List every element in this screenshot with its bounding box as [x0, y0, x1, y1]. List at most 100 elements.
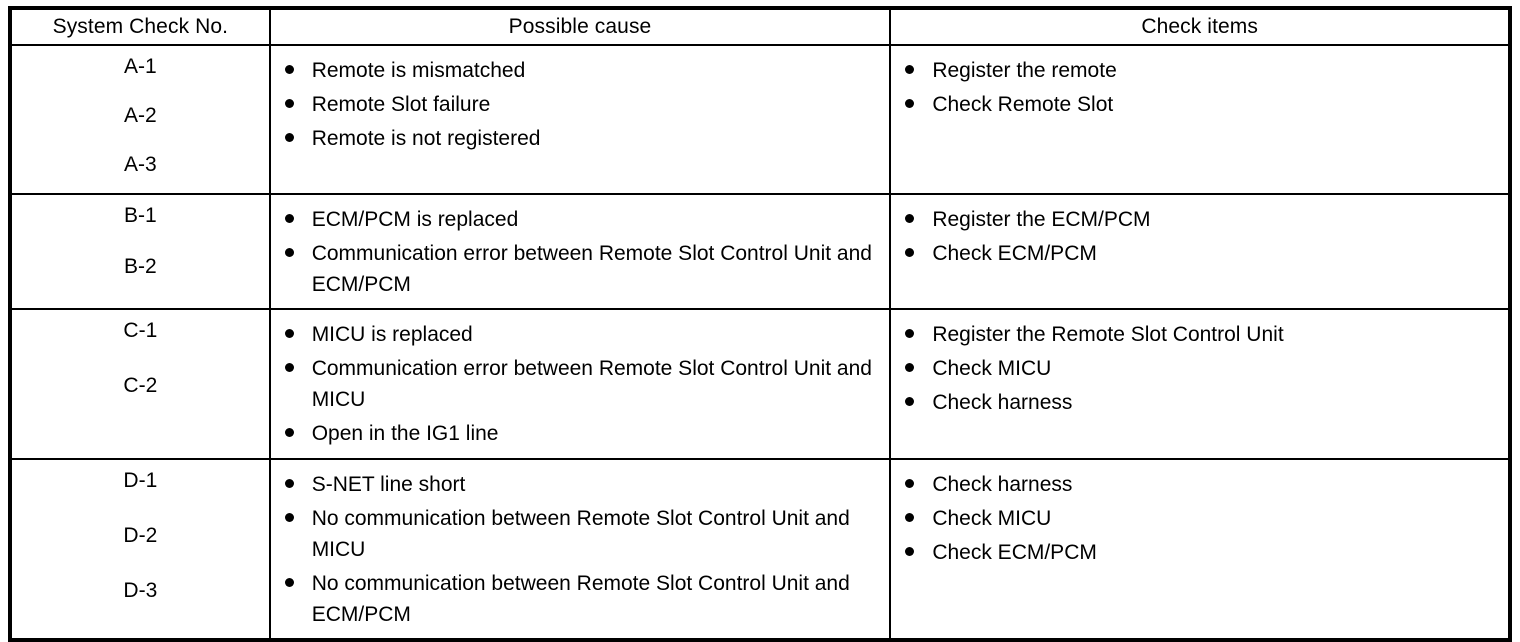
list-item-label: No communication between Remote Slot Con… [311, 571, 850, 626]
list-item: Communication error between Remote Slot … [284, 238, 880, 300]
table-row: B-1 B-2 ECM/PCM is replaced Communicatio… [9, 192, 1511, 311]
list-item-label: Check Remote Slot [932, 93, 1114, 117]
bullet-icon [905, 478, 915, 488]
bullet-icon [284, 478, 294, 488]
table-row: D-1 D-2 D-3 S-NET line short No communi [9, 457, 1511, 641]
list-item: Check harness [905, 469, 1498, 500]
bullet-icon [284, 329, 294, 339]
list-item: Register the ECM/PCM [905, 204, 1498, 235]
list-item-label: Check harness [932, 391, 1073, 415]
bullet-icon [284, 428, 294, 438]
bullet-icon [284, 363, 294, 373]
column-header-system-check-no: System Check No. [9, 7, 271, 46]
list-item-label: Communication error between Remote Slot … [311, 242, 872, 297]
check-items-list-c: Register the Remote Slot Control Unit Ch… [891, 310, 1508, 426]
bullet-icon [284, 248, 294, 258]
table-header-row: System Check No. Possible cause Check it… [9, 7, 1511, 46]
list-item-label: Remote Slot failure [311, 93, 491, 117]
bullet-icon [284, 512, 294, 522]
bullet-icon [905, 397, 915, 407]
list-item: No communication between Remote Slot Con… [284, 503, 880, 565]
list-item-label: Register the ECM/PCM [932, 208, 1151, 231]
cell-possible-cause-b: ECM/PCM is replaced Communication error … [268, 192, 892, 311]
list-item-label: Check ECM/PCM [932, 540, 1097, 564]
list-item: Check MICU [905, 353, 1498, 384]
bullet-icon [284, 214, 294, 223]
check-items-list-d: Check harness Check MICU Check ECM/PCM [891, 460, 1508, 576]
cell-check-items-a: Register the remote Check Remote Slot [889, 44, 1511, 195]
list-item-label: Open in the IG1 line [311, 422, 499, 446]
list-item: MICU is replaced [284, 319, 880, 350]
list-item-label: Check ECM/PCM [932, 242, 1097, 266]
bullet-icon [905, 363, 915, 373]
list-item: Open in the IG1 line [284, 418, 880, 449]
possible-cause-list-c: MICU is replaced Communication error bet… [271, 310, 890, 457]
list-item-label: Register the remote [932, 59, 1117, 82]
check-code: D-3 [123, 578, 158, 602]
document-sheet: System Check No. Possible cause Check it… [8, 6, 1512, 642]
bullet-icon [284, 133, 294, 143]
possible-cause-list-a: Remote is mismatched Remote Slot failure… [271, 46, 890, 162]
column-header-check-items: Check items [889, 7, 1511, 46]
table-row: C-1 C-2 MICU is replaced Communication e… [9, 308, 1511, 460]
list-item: Check Remote Slot [905, 89, 1498, 120]
check-code: A-3 [124, 153, 157, 176]
list-item-label: No communication between Remote Slot Con… [311, 506, 850, 561]
cell-possible-cause-d: S-NET line short No communication betwee… [268, 457, 892, 641]
list-item-label: Check harness [932, 472, 1073, 496]
bullet-icon [284, 99, 294, 109]
check-items-list-b: Register the ECM/PCM Check ECM/PCM [891, 195, 1508, 277]
list-item: Check ECM/PCM [905, 537, 1498, 568]
cell-system-check-no-a: A-1 A-2 A-3 [9, 44, 271, 195]
cell-system-check-no-d: D-1 D-2 D-3 [9, 457, 271, 641]
list-item: Remote is mismatched [284, 55, 880, 86]
bullet-icon [905, 512, 915, 522]
check-code: B-1 [124, 204, 157, 227]
check-code: A-1 [124, 55, 157, 78]
list-item: S-NET line short [284, 469, 880, 500]
list-item: Check harness [905, 387, 1498, 418]
bullet-icon [905, 546, 915, 556]
list-item: Register the remote [905, 55, 1498, 86]
cell-check-items-c: Register the Remote Slot Control Unit Ch… [889, 308, 1511, 460]
list-item-label: Remote is mismatched [311, 59, 526, 82]
check-code: C-1 [123, 319, 158, 343]
bullet-icon [905, 329, 915, 339]
code-list-a: A-1 A-2 A-3 [12, 46, 269, 193]
table-row: A-1 A-2 A-3 Remote is mismatched Remote [9, 44, 1511, 195]
check-code: C-2 [123, 374, 158, 398]
list-item: Register the Remote Slot Control Unit [905, 319, 1498, 350]
cell-check-items-b: Register the ECM/PCM Check ECM/PCM [889, 192, 1511, 311]
list-item-label: MICU is replaced [311, 323, 473, 347]
possible-cause-list-d: S-NET line short No communication betwee… [271, 460, 890, 638]
cell-check-items-d: Check harness Check MICU Check ECM/PCM [889, 457, 1511, 641]
list-item-label: Register the Remote Slot Control Unit [932, 323, 1284, 347]
bullet-icon [905, 99, 915, 109]
list-item: No communication between Remote Slot Con… [284, 568, 880, 630]
cell-possible-cause-a: Remote is mismatched Remote Slot failure… [268, 44, 892, 195]
cell-system-check-no-b: B-1 B-2 [9, 192, 271, 311]
system-check-table: System Check No. Possible cause Check it… [8, 6, 1512, 642]
cell-possible-cause-c: MICU is replaced Communication error bet… [268, 308, 892, 460]
list-item: Check ECM/PCM [905, 238, 1498, 269]
list-item: Remote is not registered [284, 123, 880, 154]
column-header-possible-cause: Possible cause [268, 7, 892, 46]
list-item-label: S-NET line short [311, 472, 466, 496]
check-items-list-a: Register the remote Check Remote Slot [891, 46, 1508, 128]
list-item-label: Check MICU [932, 357, 1052, 381]
check-code: D-2 [123, 523, 158, 547]
code-list-d: D-1 D-2 D-3 [12, 460, 269, 625]
list-item-label: Check MICU [932, 506, 1052, 530]
code-list-c: C-1 C-2 [12, 310, 269, 420]
bullet-icon [905, 214, 915, 223]
cell-system-check-no-c: C-1 C-2 [9, 308, 271, 460]
code-list-b: B-1 B-2 [12, 195, 269, 297]
list-item-label: ECM/PCM is replaced [311, 208, 519, 231]
bullet-icon [905, 248, 915, 258]
list-item: Communication error between Remote Slot … [284, 353, 880, 415]
check-code: B-2 [124, 255, 157, 278]
possible-cause-list-b: ECM/PCM is replaced Communication error … [271, 195, 890, 308]
list-item-label: Communication error between Remote Slot … [311, 357, 872, 412]
bullet-icon [905, 65, 915, 74]
bullet-icon [284, 65, 294, 74]
